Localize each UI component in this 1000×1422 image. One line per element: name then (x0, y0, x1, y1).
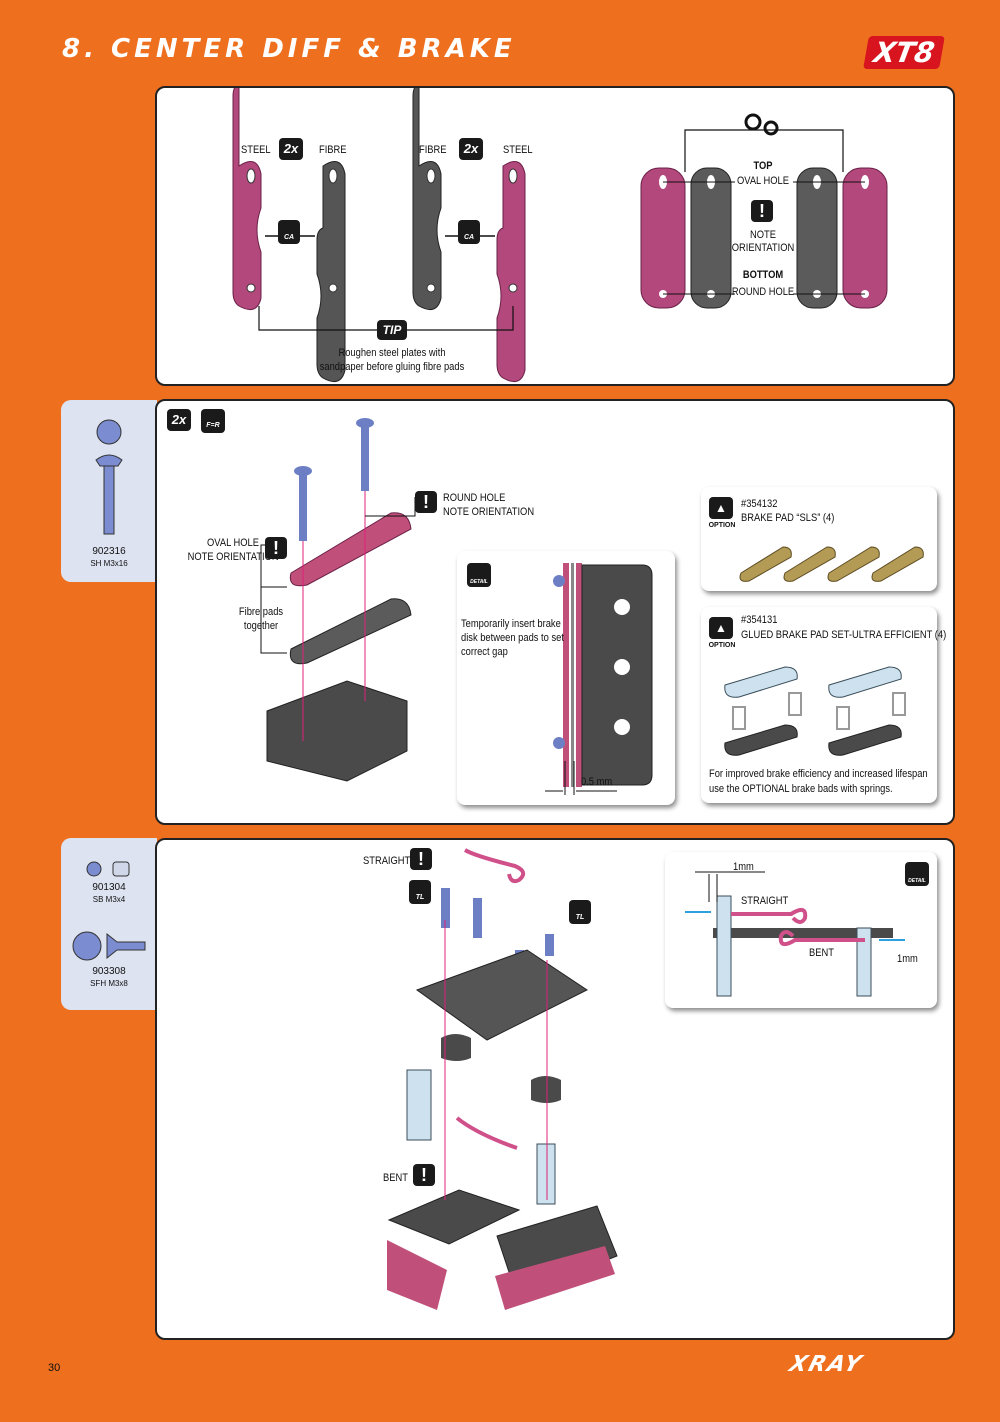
straight-label: STRAIGHT (363, 855, 411, 867)
threadlock-icon-2: TL (569, 900, 591, 924)
option-note-line1: For improved brake efficiency and increa… (709, 768, 928, 780)
detail-text-line1: Temporarily insert brake (461, 618, 561, 630)
oval-hole-label: OVAL HOLE (737, 175, 789, 187)
step2-parts-sidebar: 902316 SH M3x16 (61, 400, 157, 582)
bent-detail-label: BENT (809, 947, 834, 959)
xt8-logo: XT8 (863, 36, 946, 69)
gap-right-label: 1mm (897, 953, 918, 965)
oval-hole-label: OVAL HOLE (207, 537, 259, 549)
detail-text-line3: correct gap (461, 646, 508, 658)
xray-logo: XRAY (786, 1352, 866, 1377)
option-badge-2: OPTION (708, 642, 736, 649)
warning-icon: ! (751, 200, 773, 222)
fibre-pad-shape-2 (412, 88, 442, 311)
steel-pad-shape (232, 88, 262, 311)
qty-badge: 2x (279, 138, 303, 160)
glued-brake-pad-illustration (724, 666, 906, 756)
page-number: 30 (48, 1362, 61, 1374)
option-box-2: ▲ OPTION #354131 GLUED BRAKE PAD SET-ULT… (701, 607, 946, 803)
detail-box: DETAIL 1mm STRAIGHT BENT 1mm (665, 852, 937, 1008)
tip-text-line2: sandpaper before gluing fibre pads (319, 361, 465, 373)
warning-icon: ! (410, 848, 432, 870)
steel-label-2: STEEL (503, 144, 533, 156)
steel-pad-shape-2 (496, 161, 526, 383)
tip-text-line1: Roughen steel plates with (338, 347, 446, 359)
gear-check-icon (744, 113, 779, 136)
fibre-pads-label: Fibre pads (238, 606, 284, 618)
warning-icon: ! (415, 491, 437, 513)
round-hole-label: ROUND HOLE (731, 286, 795, 298)
qty-badge-2: 2x (459, 138, 483, 160)
ca-glue-icon-2: CA (458, 220, 480, 244)
step3-panel: STRAIGHT ! TL TL BENT ! DETAIL 1mm STRAI… (155, 838, 955, 1340)
step3-illustration (387, 848, 618, 1310)
tip-badge: TIP (377, 320, 407, 340)
steel-label: STEEL (241, 144, 271, 156)
warning-icon-2: ! (413, 1164, 435, 1186)
step1-panel: STEEL 2x FIBRE CA FIBRE 2x STEEL CA TIP … (155, 86, 955, 386)
step2-illustration (260, 418, 416, 782)
top-label: TOP (753, 160, 773, 172)
part-number-1: 901304 (92, 882, 126, 893)
thumbs-up-icon-2: ▲ (709, 617, 733, 639)
spring-gap-illustration (685, 871, 905, 997)
ca-glue-icon: CA (278, 220, 300, 244)
fibre-label-2: FIBRE (419, 144, 447, 156)
brake-pad-sls-illustration (739, 546, 924, 582)
option-badge: OPTION (708, 522, 736, 529)
thumbs-up-icon: ▲ (709, 497, 733, 519)
gap-top-label: 1mm (733, 861, 754, 873)
option-note-line2: use the OPTIONAL brake bads with springs… (709, 783, 893, 795)
option-part-number: #354132 (741, 498, 778, 510)
qty-badge: 2x (167, 409, 191, 431)
bottom-label: BOTTOM (742, 269, 784, 281)
part-desc-1: SB M3x4 (92, 895, 126, 904)
orientation-label: ORIENTATION (731, 242, 795, 254)
option-desc-2: GLUED BRAKE PAD SET-ULTRA EFFICIENT (4) (741, 629, 947, 641)
option-box-1: ▲ OPTION #354132 BRAKE PAD “SLS” (4) (701, 487, 937, 591)
straight-detail-label: STRAIGHT (741, 895, 789, 907)
detail-text-line2: disk between pads to set (461, 632, 564, 644)
mirror-icon: F=R (201, 409, 225, 433)
brake-gap-illustration (545, 563, 653, 795)
part-desc: SH M3x16 (90, 559, 128, 568)
option-part-number-2: #354131 (741, 614, 778, 626)
detail-magnifier-icon: DETAIL (467, 563, 491, 587)
page-title: 8. CENTER DIFF & BRAKE (62, 34, 516, 64)
round-hole-note: NOTE ORIENTATION (443, 506, 535, 518)
note-label: NOTE (750, 229, 776, 241)
oval-hole-note: NOTE ORIENTATION (187, 551, 279, 563)
step1-illustration (232, 88, 888, 383)
part-number: 902316 (92, 546, 126, 557)
fibre-pad-shape (316, 161, 346, 383)
detail-box: DETAIL Temporarily insert brake disk bet… (457, 551, 675, 805)
round-hole-label: ROUND HOLE (443, 492, 506, 504)
part-desc-2: SFH M3x8 (90, 979, 128, 988)
step3-parts-sidebar: 901304 SB M3x4 903308 SFH M3x8 (61, 838, 157, 1010)
option-desc: BRAKE PAD “SLS” (4) (741, 512, 835, 524)
detail-magnifier-icon: DETAIL (905, 862, 929, 886)
bent-label: BENT (383, 1172, 408, 1184)
step2-panel: 2x F=R ! ROUND HOLE NOTE ORIENTATION OVA… (155, 399, 955, 825)
part-number-2: 903308 (92, 966, 126, 977)
screw-icon (95, 419, 123, 535)
gap-measurement: 0.5 mm (581, 776, 613, 788)
fibre-label: FIBRE (319, 144, 347, 156)
warning-icon-2: ! (265, 537, 287, 559)
threadlock-icon: TL (409, 880, 431, 904)
screws-icons (72, 861, 146, 961)
fibre-pads-together: together (243, 620, 279, 632)
